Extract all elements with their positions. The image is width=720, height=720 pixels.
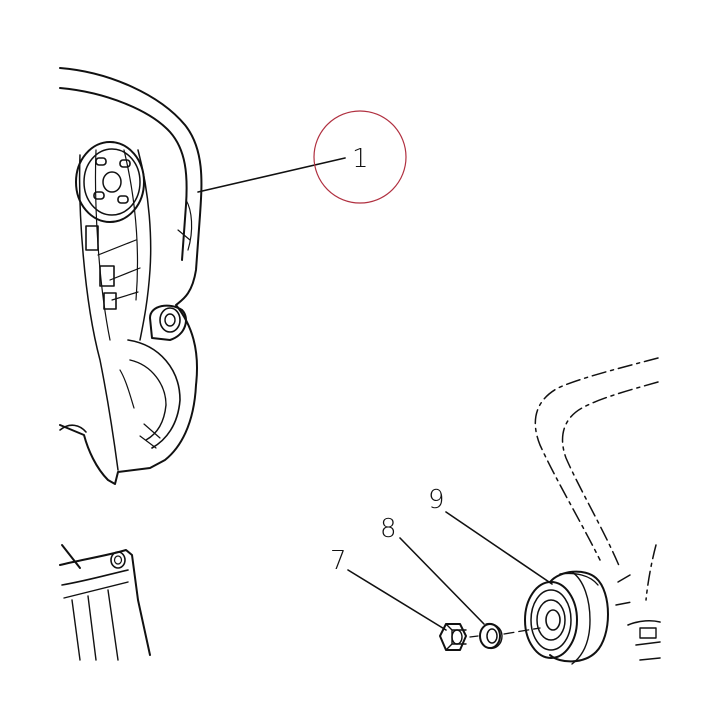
right-edge-fragment [627, 619, 661, 661]
belt-phantom-outline [534, 357, 659, 606]
leader-line-7 [347, 569, 447, 631]
callout-7-label: 7 [330, 546, 347, 576]
timing-belt-cover-part [59, 67, 203, 485]
hex-nut-part [439, 623, 467, 651]
leader-line-1 [197, 157, 346, 193]
idler-pulley-part [524, 570, 609, 665]
assembly-axis-line [469, 627, 541, 638]
washer-part [479, 622, 503, 650]
callout-9-label: 9 [428, 485, 445, 515]
leader-line-9 [445, 511, 553, 585]
callout-1-highlight-circle [313, 110, 407, 204]
leader-line-8 [399, 537, 485, 625]
callout-1-label: 1 [352, 144, 369, 174]
callout-8-label: 8 [380, 514, 397, 544]
lower-cover-fragment [59, 544, 151, 661]
